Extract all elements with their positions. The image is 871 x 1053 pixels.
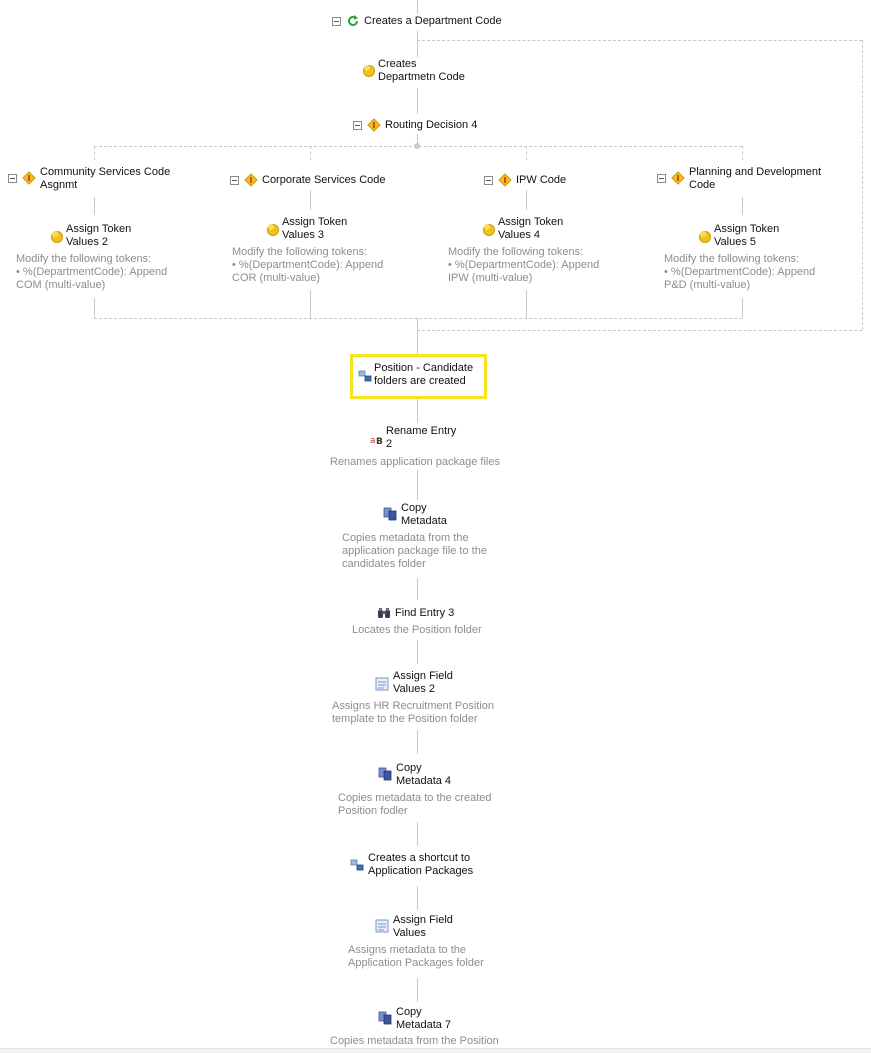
binoculars-icon: [378, 608, 390, 618]
token-icon: [363, 65, 375, 77]
node-description: Assigns metadata to the Application Pack…: [348, 944, 484, 969]
branch-title: Community Services Code Asgnmt: [40, 166, 171, 191]
node-title: Find Entry 3: [395, 607, 455, 619]
node-title: Creates a shortcut to Application Packag…: [368, 852, 474, 877]
expander-minus-icon[interactable]: [230, 176, 239, 185]
node-title: Copy Metadata 4: [396, 762, 452, 787]
branch-title: IPW Code: [516, 174, 567, 186]
node-title: Rename Entry 2: [386, 425, 457, 450]
assign-token-values-5[interactable]: Assign Token Values 5: [696, 222, 796, 250]
copy-metadata-icon: [378, 767, 392, 781]
creates-shortcut-node[interactable]: Creates a shortcut to Application Packag…: [350, 851, 490, 881]
routing-diamond-icon: [498, 173, 512, 187]
task-description: Modify the following tokens:• %(Departme…: [448, 246, 600, 284]
branch-ipw[interactable]: IPW Code: [484, 173, 604, 189]
find-entry-node[interactable]: Find Entry 3: [377, 606, 477, 622]
node-title: Creates a Department Code: [364, 15, 502, 27]
node-description: Copies metadata to the created Position …: [338, 792, 492, 817]
node-description: Renames application package files: [330, 456, 500, 468]
expander-minus-icon[interactable]: [332, 17, 341, 26]
copy-metadata-4-node[interactable]: Copy Metadata 4: [378, 761, 478, 789]
expander-minus-icon[interactable]: [353, 121, 362, 130]
branch-community-services[interactable]: Community Services Code Asgnmt: [8, 166, 198, 196]
copy-metadata-7-node[interactable]: Copy Metadata 7: [378, 1005, 478, 1033]
task-title: Assign Token Values 4: [498, 216, 564, 241]
assign-field-values-2-node[interactable]: Assign Field Values 2: [375, 669, 475, 697]
assign-token-values-4[interactable]: Assign Token Values 4: [480, 215, 580, 243]
expander-minus-icon[interactable]: [484, 176, 493, 185]
node-title: Creates Departmetn Code: [378, 58, 465, 83]
creates-department-code-node[interactable]: Creates a Department Code: [332, 14, 512, 30]
node-description: Copies metadata from the application pac…: [342, 532, 487, 570]
task-description: Modify the following tokens:• %(Departme…: [232, 246, 384, 284]
node-title: Copy Metadata: [401, 502, 447, 527]
task-title: Assign Token Values 2: [66, 223, 132, 248]
horizontal-scrollbar[interactable]: [0, 1048, 871, 1053]
node-title: Assign Field Values: [393, 914, 453, 939]
assign-token-values-3[interactable]: Assign Token Values 3: [264, 215, 364, 243]
node-description: Locates the Position folder: [352, 624, 482, 636]
token-icon: [51, 231, 63, 243]
task-description: Modify the following tokens:• %(Departme…: [664, 253, 816, 291]
assign-token-values-2[interactable]: Assign Token Values 2: [48, 222, 148, 250]
branch-corporate-services[interactable]: Corporate Services Code: [230, 173, 410, 189]
routing-diamond-icon: [22, 171, 36, 185]
copy-metadata-icon: [378, 1011, 392, 1025]
expander-minus-icon[interactable]: [8, 174, 17, 183]
copy-metadata-icon: [383, 507, 397, 521]
folder-create-icon: [358, 370, 372, 382]
copy-metadata-node[interactable]: Copy Metadata: [383, 501, 463, 529]
routing-diamond-icon: [367, 118, 381, 132]
field-values-icon: [375, 919, 389, 933]
svg-text:a: a: [370, 436, 376, 446]
creates-departmetn-code-node[interactable]: Creates Departmetn Code: [360, 57, 480, 87]
svg-text:B: B: [376, 437, 383, 447]
token-icon: [483, 224, 495, 236]
selected-node-highlight: [350, 354, 487, 399]
routing-diamond-icon: [671, 171, 685, 185]
token-icon: [267, 224, 279, 236]
rename-entry-node[interactable]: a B Rename Entry 2: [370, 424, 470, 452]
task-description: Modify the following tokens:• %(Departme…: [16, 253, 168, 291]
routing-decision-node[interactable]: Routing Decision 4: [353, 118, 493, 134]
branch-planning-development[interactable]: Planning and Development Code: [657, 166, 847, 196]
node-title: Routing Decision 4: [385, 119, 478, 131]
folder-create-icon: [350, 859, 364, 871]
task-title: Assign Token Values 3: [282, 216, 348, 241]
position-candidate-folders-node[interactable]: Position - Candidate folders are created: [356, 361, 482, 391]
node-title: Copy Metadata 7: [396, 1006, 452, 1031]
assign-field-values-node[interactable]: Assign Field Values: [375, 913, 475, 941]
expander-minus-icon[interactable]: [657, 174, 666, 183]
node-title: Assign Field Values 2: [393, 670, 453, 695]
branch-title: Corporate Services Code: [262, 174, 386, 186]
node-description: Assigns HR Recruitment Position template…: [332, 700, 495, 725]
routing-diamond-icon: [244, 173, 258, 187]
node-description: Copies metadata from the Position: [330, 1035, 499, 1047]
token-icon: [699, 231, 711, 243]
rename-icon: a B: [370, 436, 383, 447]
loop-icon: [348, 15, 358, 26]
node-title: Position - Candidate folders are created: [374, 362, 474, 387]
field-values-icon: [375, 677, 389, 691]
branch-title: Planning and Development Code: [689, 166, 822, 191]
task-title: Assign Token Values 5: [714, 223, 780, 248]
